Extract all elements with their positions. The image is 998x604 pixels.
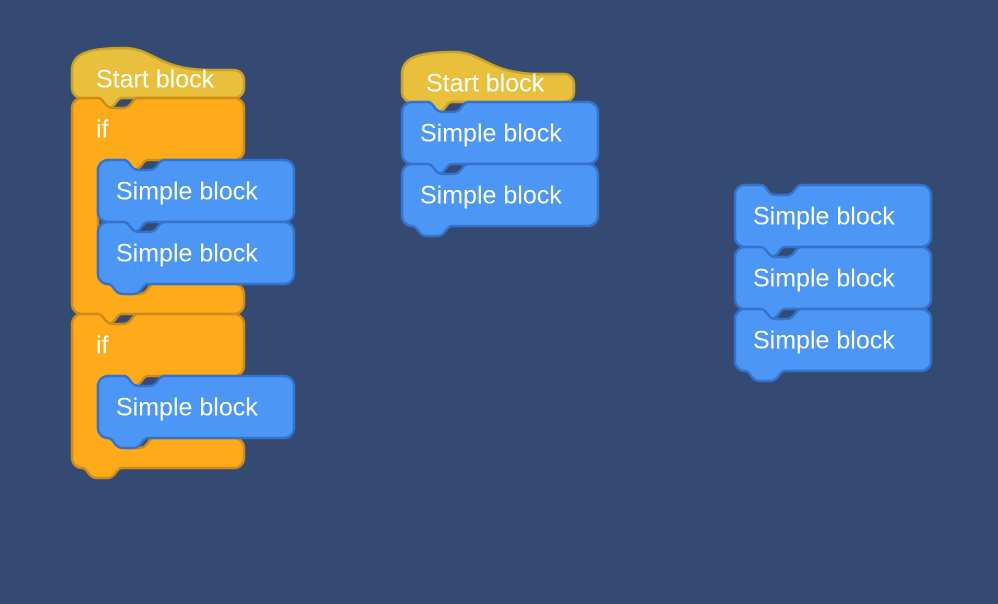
simple-block-label: Simple block xyxy=(420,120,562,148)
simple-block-label: Simple block xyxy=(753,265,895,293)
simple-block[interactable]: Simple block xyxy=(96,374,296,450)
simple-block[interactable]: Simple block xyxy=(96,220,296,296)
simple-block[interactable]: Simple block xyxy=(733,183,933,259)
simple-block-label: Simple block xyxy=(420,182,562,210)
start-block-label: Start block xyxy=(426,70,545,98)
start-block[interactable]: Start block xyxy=(400,50,576,114)
simple-block-label: Simple block xyxy=(116,394,258,422)
if-block-label: if xyxy=(96,116,109,144)
simple-block-shape[interactable] xyxy=(96,374,296,450)
simple-block-shape[interactable] xyxy=(400,162,600,238)
simple-block-label: Simple block xyxy=(753,203,895,231)
simple-block-shape[interactable] xyxy=(733,307,933,383)
simple-block[interactable]: Simple block xyxy=(400,100,600,176)
simple-block[interactable]: Simple block xyxy=(96,158,296,234)
simple-block-label: Simple block xyxy=(116,240,258,268)
simple-block-shape[interactable] xyxy=(96,220,296,296)
if-block-label: if xyxy=(96,332,109,360)
simple-block[interactable]: Simple block xyxy=(733,307,933,383)
simple-block-label: Simple block xyxy=(753,327,895,355)
simple-block[interactable]: Simple block xyxy=(733,245,933,321)
simple-block[interactable]: Simple block xyxy=(400,162,600,238)
simple-block-label: Simple block xyxy=(116,178,258,206)
start-block-label: Start block xyxy=(96,66,215,94)
